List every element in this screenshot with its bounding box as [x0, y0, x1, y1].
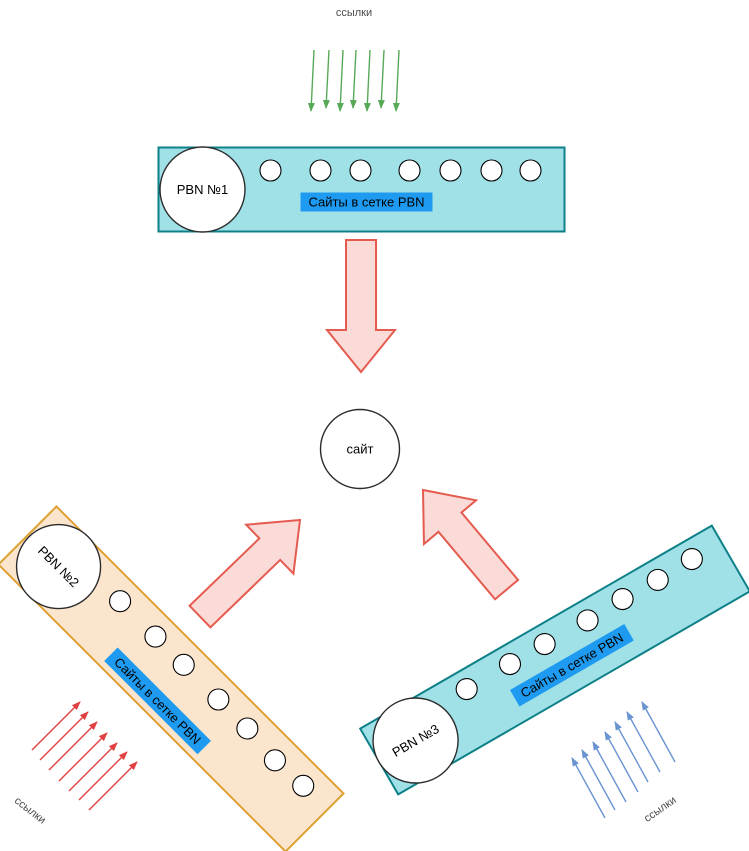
pbn3-label-highlight [509, 624, 634, 707]
pbn2-site-circle[interactable] [169, 650, 199, 680]
pbn1-network-group[interactable]: Сайты в сетке PBN PBN №1 [157, 146, 566, 233]
red-link-arrow [39, 711, 89, 761]
pbn3-site-circle[interactable] [452, 675, 481, 704]
pbn1-name: PBN №1 [177, 182, 229, 197]
red-link-arrow [48, 721, 98, 771]
pbn3-main-circle[interactable] [358, 682, 474, 798]
blue-link-arrow [571, 757, 606, 819]
pbn3-site-circle[interactable] [496, 650, 525, 679]
pbn2-site-circle[interactable] [288, 771, 318, 801]
pbn2-main-circle[interactable] [0, 507, 118, 626]
right-links-caption: ссылки [642, 794, 679, 825]
pbn1-site-circle[interactable] [519, 159, 542, 182]
incoming-links-blue-arrows [571, 701, 676, 819]
blue-link-arrow [614, 721, 649, 783]
green-link-arrow [307, 49, 315, 112]
pbn1-site-circle[interactable] [259, 159, 282, 182]
pbn1-site-circle[interactable] [439, 159, 462, 182]
top-links-caption: ссылки [336, 7, 372, 19]
pbn3-site-circle[interactable] [573, 606, 602, 635]
pbn3-site-circle[interactable] [608, 585, 637, 614]
red-link-arrow [88, 761, 138, 811]
pbn1-label-highlight [300, 192, 433, 212]
pbn2-to-site-arrow[interactable] [176, 496, 323, 641]
green-link-arrow [322, 49, 330, 109]
blue-link-arrow [626, 711, 661, 773]
red-link-arrow [78, 751, 128, 801]
green-link-arrow [363, 49, 371, 112]
green-link-arrow [336, 49, 344, 112]
site-circle[interactable] [319, 408, 401, 490]
blue-link-arrow [641, 701, 676, 763]
pbn2-site-circle[interactable] [105, 586, 135, 616]
pbn1-site-circle[interactable] [349, 159, 372, 182]
pbn1-site-circle[interactable] [309, 159, 332, 182]
green-link-arrow [392, 49, 400, 112]
pbn2-label-highlight [104, 647, 211, 755]
blue-link-arrow [604, 731, 639, 793]
pbn3-to-site-arrow[interactable] [397, 468, 533, 611]
red-link-arrow [31, 701, 81, 751]
pbn1-to-site-arrow[interactable] [324, 239, 398, 374]
red-link-arrow [58, 732, 108, 782]
pbn1-sites-label: Сайты в сетке PBN [308, 195, 424, 210]
incoming-links-red-arrows [31, 701, 138, 811]
pbn3-site-circle[interactable] [678, 545, 707, 574]
pbn1-main-circle[interactable] [159, 146, 246, 233]
pbn2-site-circle[interactable] [233, 714, 263, 744]
red-link-arrow [68, 742, 118, 792]
incoming-links-green-arrows [307, 49, 400, 112]
blue-link-arrow [581, 749, 616, 811]
left-links-caption: ссылки [12, 795, 48, 827]
pbn3-site-circle[interactable] [530, 630, 559, 659]
pbn2-site-circle[interactable] [141, 622, 171, 652]
pbn2-network-group[interactable]: Сайты в сетке PBN PBN №2 [0, 505, 345, 851]
pbn3-network-group[interactable]: Сайты в сетке PBN PBN №3 [358, 522, 749, 799]
pbn1-site-circle[interactable] [398, 159, 421, 182]
site-label: сайт [347, 442, 374, 457]
blue-link-arrow [592, 741, 627, 803]
pbn2-site-circle[interactable] [260, 745, 290, 775]
pbn2-site-circle[interactable] [204, 685, 234, 715]
green-link-arrow [349, 49, 357, 109]
pbn3-site-circle[interactable] [643, 566, 672, 595]
green-link-arrow [377, 49, 385, 109]
central-site-node[interactable]: сайт [319, 408, 401, 490]
pbn1-site-circle[interactable] [480, 159, 503, 182]
